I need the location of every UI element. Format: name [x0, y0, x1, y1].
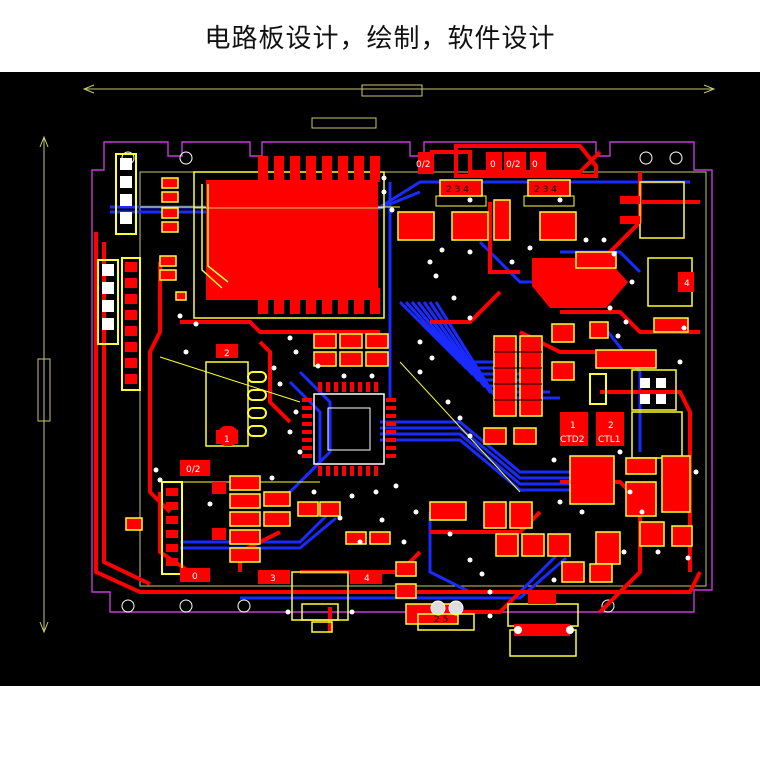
bottom-margin [0, 686, 760, 760]
module-footprint [193, 171, 385, 319]
left-header-connector [97, 153, 141, 391]
resistor-array-center [493, 321, 657, 417]
passives-lower-middle [395, 427, 613, 625]
label-cap-pair: 2 5 [434, 615, 448, 625]
passives-mcu-top [313, 333, 389, 367]
label-pads-a: 2 3 4 [446, 185, 469, 195]
vias [153, 175, 699, 619]
label-two-a: 2 [224, 349, 230, 359]
label-three-a: 3 [270, 574, 276, 584]
label-zero-b: 0 [532, 160, 538, 170]
bottom-capacitors [417, 600, 475, 631]
pcb-board-image: 0 0/2 0/2 0 2 3 4 2 3 4 2 1 4 0/2 0 3 4 … [0, 72, 760, 686]
label-zero-d: 0 [192, 572, 198, 582]
label-two-b: 2 [608, 421, 614, 431]
label-pads-b: 2 3 4 [534, 185, 557, 195]
voltage-regulator [532, 181, 694, 333]
dimension-lines [37, 84, 716, 634]
pcb-text-labels: 0 0/2 0/2 0 2 3 4 2 3 4 2 1 4 0/2 0 3 4 … [186, 160, 690, 625]
resistor-array-rows [494, 351, 542, 401]
mcu-qfp [302, 382, 396, 476]
label-half-a: 0/2 [416, 160, 430, 170]
label-one-a: 1 [224, 435, 230, 445]
bottom-connectors [258, 570, 579, 657]
left-lower-connector [125, 460, 226, 582]
top-connectors [418, 144, 598, 207]
ctd-ctl-parts [560, 369, 683, 459]
module-pins [258, 156, 380, 314]
label-ctd2: CTD2 [560, 435, 584, 445]
passives-right-top [397, 199, 577, 241]
smd-parts-left [159, 177, 187, 301]
label-half-d: 0/2 [186, 465, 200, 475]
pcb-layout-drawing: 0 0/2 0/2 0 2 3 4 2 3 4 2 1 4 0/2 0 3 4 … [0, 72, 760, 686]
crystal-left [205, 344, 267, 447]
lower-right-parts [569, 455, 693, 565]
label-zero-a: 0 [490, 160, 496, 170]
label-half-b: 0/2 [506, 160, 520, 170]
label-four-a: 4 [684, 279, 690, 289]
page-caption: 电路板设计，绘制，软件设计 [204, 23, 556, 54]
label-four-b: 4 [364, 574, 370, 584]
passives-lower-left [229, 475, 391, 563]
label-one-b: 1 [570, 421, 576, 431]
label-ctl1: CTL1 [598, 435, 621, 445]
